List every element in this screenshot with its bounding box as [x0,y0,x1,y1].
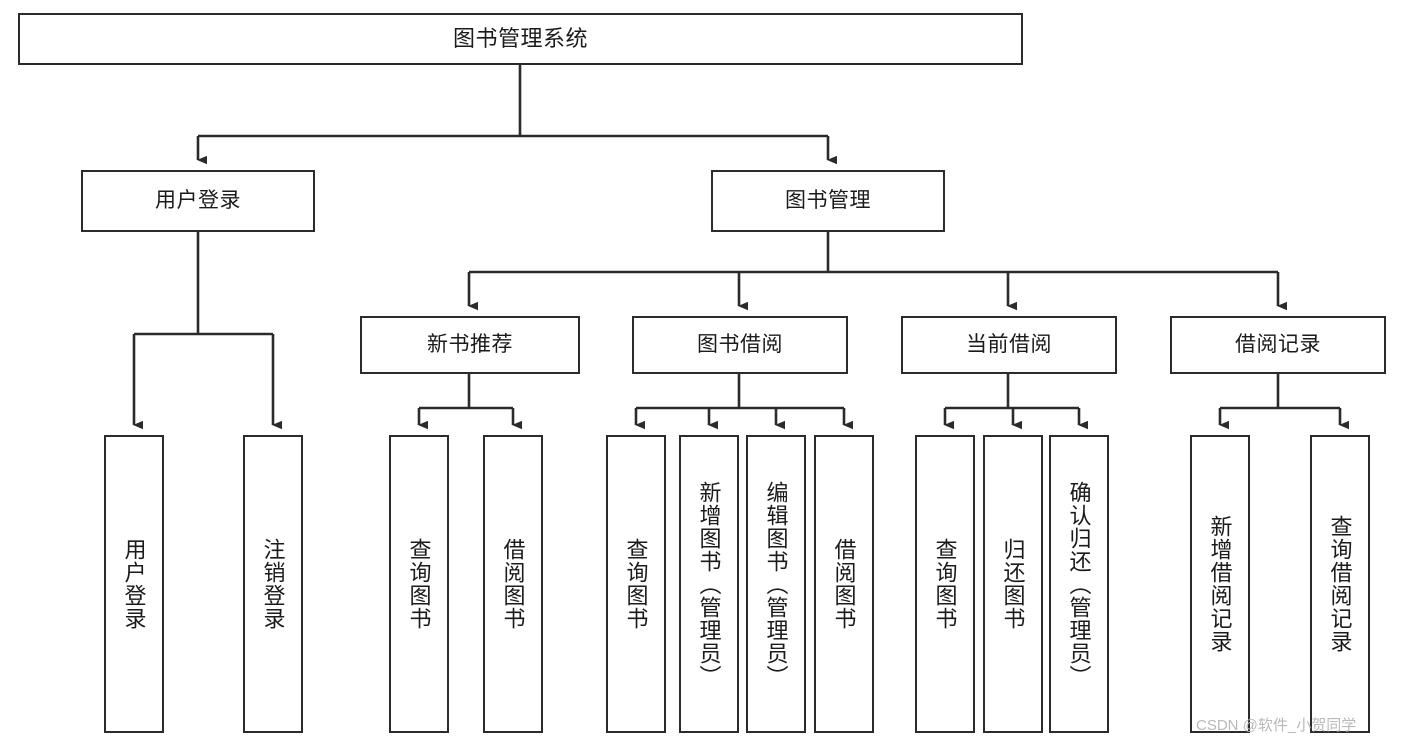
node-label: 用户登录 [155,189,241,213]
node-leaf-query-record[interactable]: 查询借阅记录 [1310,435,1370,733]
edges-bookborrow-to-leaves [634,374,853,430]
node-leaf-logout[interactable]: 注销登录 [243,435,303,733]
node-leaf-borrow-book-2[interactable]: 借阅图书 [814,435,874,733]
node-label: 图书借阅 [697,333,783,357]
node-leaf-query-book-3[interactable]: 查询图书 [915,435,975,733]
watermark-text: CSDN @软件_小贺同学 [1196,717,1357,734]
node-label: 注销登录 [260,538,286,630]
node-book-borrow[interactable]: 图书借阅 [632,316,848,374]
node-leaf-add-record[interactable]: 新增借阅记录 [1190,435,1250,733]
node-book-manage[interactable]: 图书管理 [711,170,945,232]
node-label: 查询借阅记录 [1327,515,1353,653]
node-label: 查询图书 [932,538,958,630]
node-label: 借阅图书 [500,538,526,630]
node-leaf-add-book[interactable]: 新增图书（管理员） [679,435,739,733]
edges-bookmanage-to-level3 [467,232,1287,311]
node-leaf-user-login[interactable]: 用户登录 [104,435,164,733]
node-label: 新增图书（管理员） [696,480,722,688]
node-label: 归还图书 [1000,538,1026,630]
node-leaf-query-book-2[interactable]: 查询图书 [606,435,666,733]
node-label: 借阅记录 [1235,333,1321,357]
node-label: 新增借阅记录 [1207,515,1233,653]
node-leaf-return-book[interactable]: 归还图书 [983,435,1043,733]
node-label: 图书管理系统 [452,25,588,51]
node-label: 编辑图书（管理员） [763,480,789,688]
node-leaf-confirm-return[interactable]: 确认归还（管理员） [1049,435,1109,733]
node-label: 用户登录 [121,538,147,630]
node-label: 查询图书 [623,538,649,630]
node-user-login[interactable]: 用户登录 [81,170,315,232]
node-leaf-borrow-book-1[interactable]: 借阅图书 [483,435,543,733]
node-leaf-query-book-1[interactable]: 查询图书 [389,435,449,733]
node-label: 查询图书 [406,538,432,630]
node-root-system[interactable]: 图书管理系统 [18,13,1023,65]
node-label: 新书推荐 [427,333,513,357]
node-label: 当前借阅 [966,333,1052,357]
node-new-book-rec[interactable]: 新书推荐 [360,316,580,374]
node-label: 确认归还（管理员） [1066,480,1092,688]
edges-root-to-level2 [196,65,837,165]
edges-currentborrow-to-leaves [943,374,1088,430]
node-label: 图书管理 [785,189,871,213]
edges-borrowrecord-to-leaves [1218,374,1349,430]
edges-userlogin-to-leaves [132,232,282,430]
node-current-borrow[interactable]: 当前借阅 [901,316,1117,374]
node-leaf-edit-book[interactable]: 编辑图书（管理员） [746,435,806,733]
node-borrow-record[interactable]: 借阅记录 [1170,316,1386,374]
edges-newbookrec-to-leaves [417,374,522,430]
node-label: 借阅图书 [831,538,857,630]
